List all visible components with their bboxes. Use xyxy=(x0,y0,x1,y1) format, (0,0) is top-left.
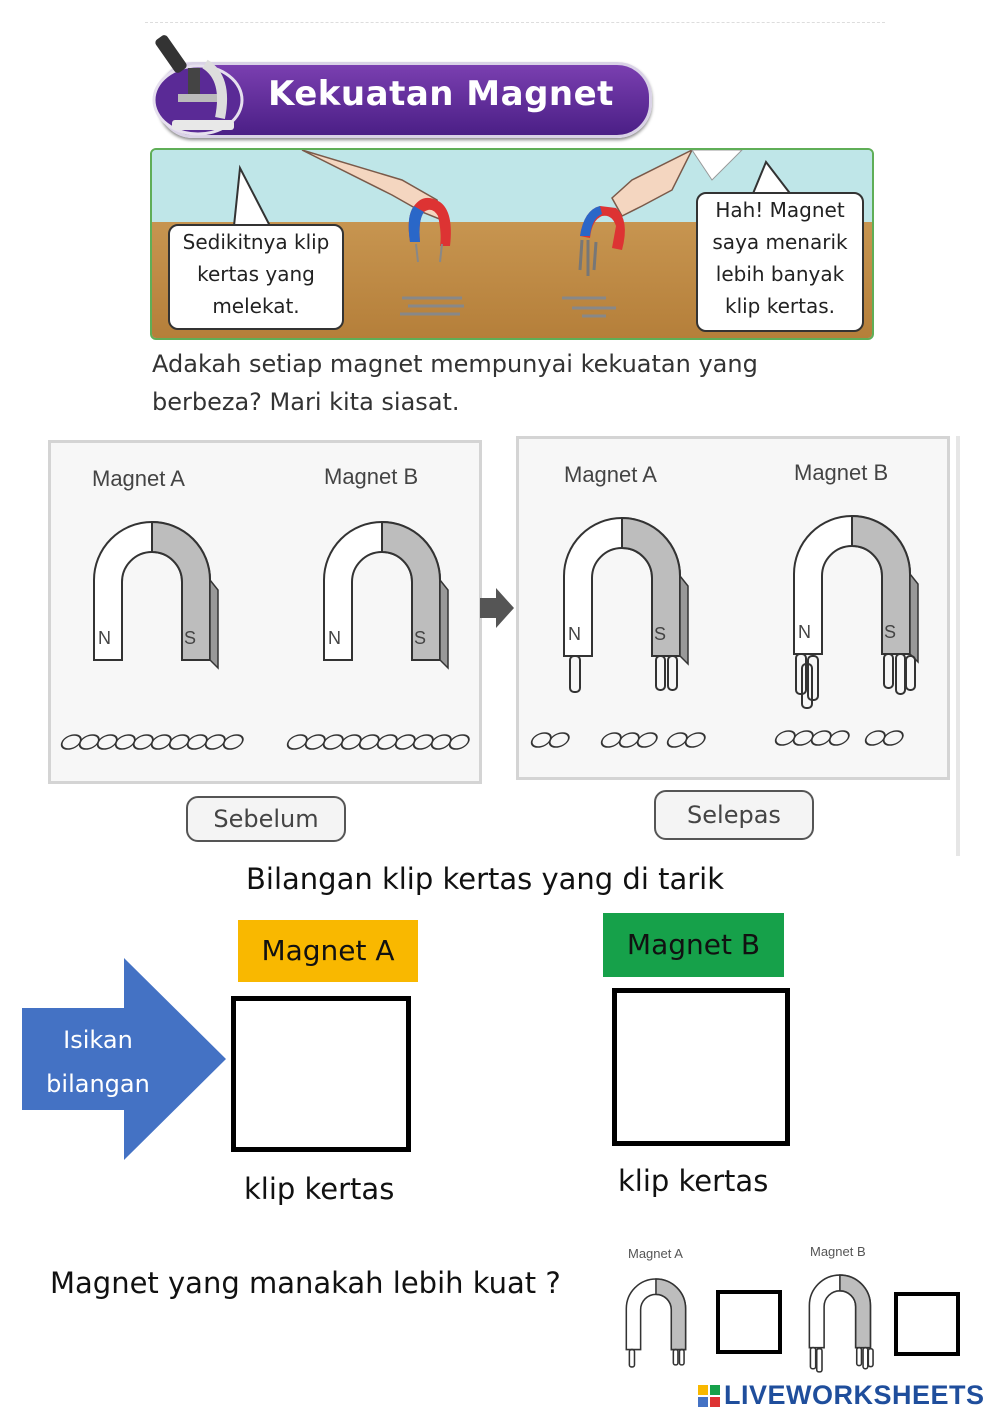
arrow-text: Isikan bilangan xyxy=(30,1018,166,1106)
mini-magnet-b-icon xyxy=(808,1274,874,1373)
magnet-a-tag: Magnet A xyxy=(238,920,418,982)
panel-after xyxy=(516,436,950,780)
after-label: Selepas xyxy=(654,790,814,840)
magnet-b-tag: Magnet B xyxy=(603,913,784,977)
panel-edge xyxy=(956,436,960,856)
speech-left-line3: melekat. xyxy=(212,294,300,318)
speech-right-line3: lebih banyak xyxy=(715,262,845,286)
speech-right-line2: saya menarik xyxy=(712,230,848,254)
scene-illustration: Sedikitnya klip kertas yang melekat. Hah… xyxy=(150,148,874,340)
scene-drawing xyxy=(301,150,743,318)
speech-bubble-right: Hah! Magnet saya menarik lebih banyak kl… xyxy=(696,192,864,332)
brand-logo: LIVEWORKSHEETS xyxy=(698,1380,985,1411)
speech-right-line4: klip kertas. xyxy=(724,294,836,318)
before-magnet-b-icon xyxy=(323,520,449,670)
top-rule xyxy=(145,22,885,23)
mini-magnet-a-icon xyxy=(625,1278,687,1368)
stronger-question: Magnet yang manakah lebih kuat ? xyxy=(50,1266,561,1300)
arrow-text-line1: Isikan xyxy=(63,1026,133,1054)
before-magnet-a-label: Magnet A xyxy=(92,466,185,491)
task-heading: Bilangan klip kertas yang di tarik xyxy=(246,862,725,896)
speech-right-line1: Hah! Magnet xyxy=(715,198,845,222)
magnet-b-count-input[interactable] xyxy=(612,988,790,1146)
magnet-a-count-input[interactable] xyxy=(231,996,411,1152)
after-a-pole-n: N xyxy=(568,624,581,644)
speech-bubble-left: Sedikitnya klip kertas yang melekat. xyxy=(168,224,344,330)
fill-in-arrow xyxy=(22,958,226,1160)
after-magnet-b-label: Magnet B xyxy=(794,460,889,485)
magnet-a-unit: klip kertas xyxy=(244,1172,395,1206)
after-b-pole-n: N xyxy=(798,622,811,642)
magnet-b-unit: klip kertas xyxy=(618,1164,769,1198)
before-b-pole-n: N xyxy=(328,628,341,648)
question-line-1: Adakah setiap magnet mempunyai kekuatan … xyxy=(152,350,758,378)
before-magnet-b-label: Magnet B xyxy=(324,464,419,489)
before-label: Sebelum xyxy=(186,796,346,842)
after-b-pole-s: S xyxy=(884,622,897,642)
after-a-pole-s: S xyxy=(654,624,667,644)
brand-name: LIVEWORKSHEETS xyxy=(724,1380,985,1410)
before-a-pole-n: N xyxy=(98,628,111,648)
stronger-magnet-b-checkbox[interactable] xyxy=(894,1292,960,1356)
question-line-2: berbeza? Mari kita siasat. xyxy=(152,388,460,416)
brand-icon xyxy=(698,1384,720,1407)
page-title: Kekuatan Magnet xyxy=(268,74,614,114)
after-magnet-b-icon xyxy=(793,514,919,709)
after-magnet-a-icon xyxy=(563,516,689,693)
after-magnet-a-label: Magnet A xyxy=(564,462,657,487)
mini-magnet-a-label: Magnet A xyxy=(628,1246,683,1261)
arrow-text-line2: bilangan xyxy=(46,1070,150,1098)
speech-left-line1: Sedikitnya klip xyxy=(182,230,330,254)
paper-clips-drawing xyxy=(58,588,907,750)
microscope-icon xyxy=(152,35,244,136)
mini-magnet-b-label: Magnet B xyxy=(810,1244,866,1259)
before-a-pole-s: S xyxy=(184,628,197,648)
before-b-pole-s: S xyxy=(414,628,427,648)
before-magnet-a-icon xyxy=(93,520,219,670)
speech-left-line2: kertas yang xyxy=(197,262,315,286)
stronger-magnet-a-checkbox[interactable] xyxy=(716,1290,782,1354)
bubble-tails xyxy=(232,160,795,227)
